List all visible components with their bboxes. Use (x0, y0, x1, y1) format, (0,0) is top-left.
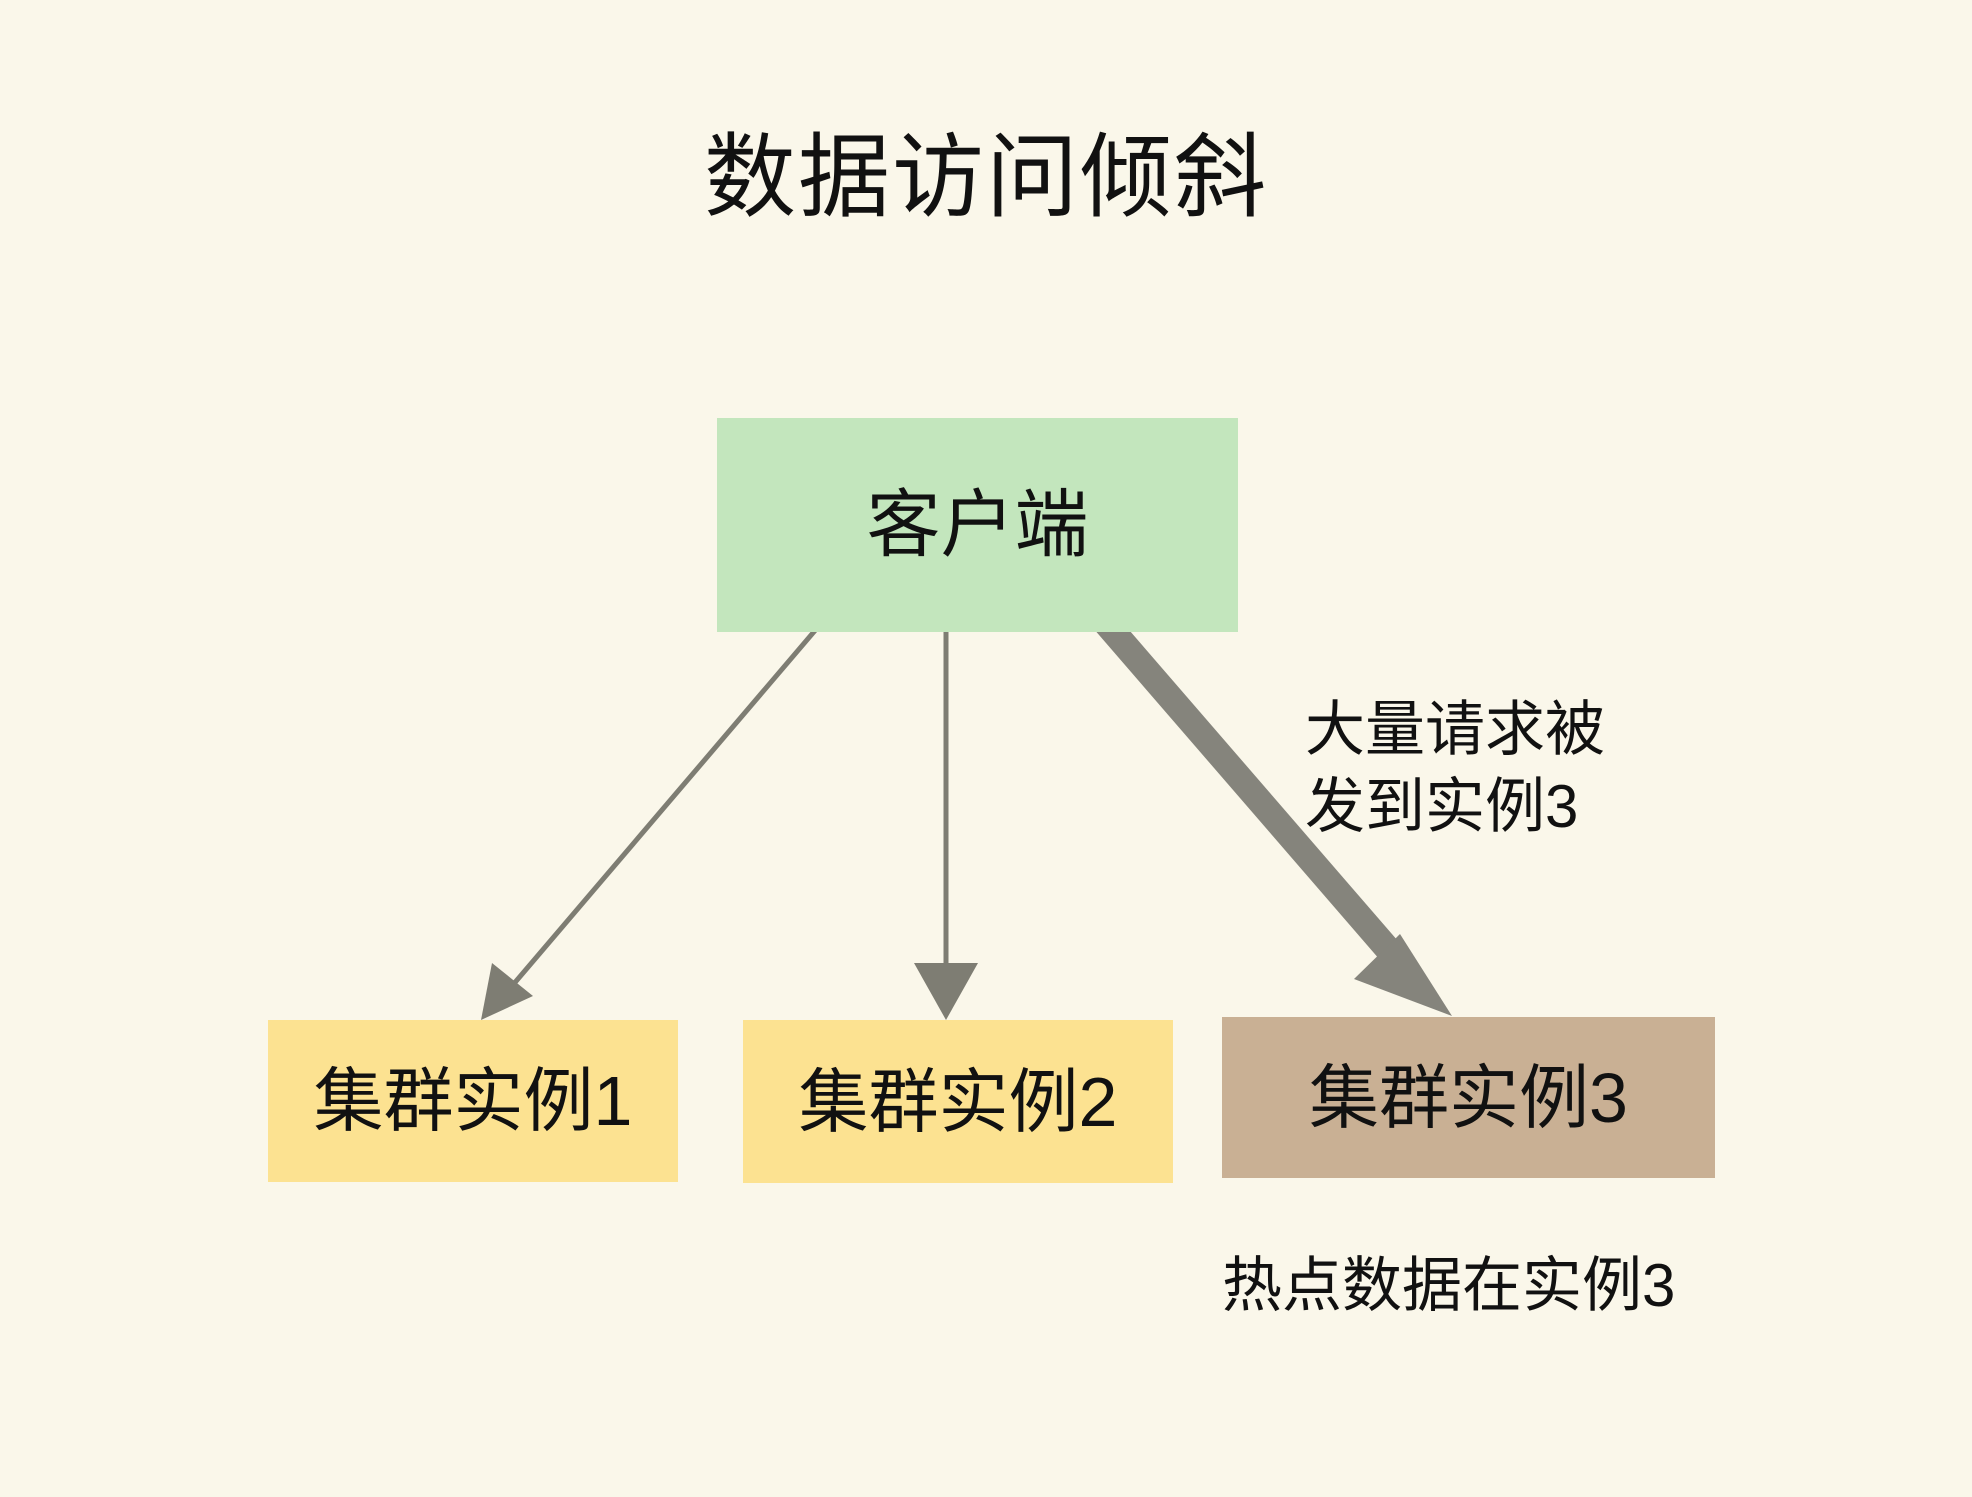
annotation-hot-data: 热点数据在实例3 (1222, 1252, 1676, 1319)
node-client-label: 客户端 (866, 483, 1089, 566)
node-instance2[interactable]: 集群实例2 (743, 1020, 1173, 1183)
node-instance1[interactable]: 集群实例1 (268, 1020, 678, 1182)
node-instance3-label: 集群实例3 (1309, 1058, 1628, 1137)
node-instance2-label: 集群实例2 (798, 1062, 1118, 1141)
edge-client-to-instance2 (914, 631, 978, 1020)
annotation-hot-traffic: 大量请求被 发到实例3 (1305, 696, 1605, 840)
node-instance3[interactable]: 集群实例3 (1222, 1017, 1715, 1178)
edge-client-to-instance1 (481, 625, 820, 1020)
node-client[interactable]: 客户端 (717, 418, 1238, 632)
node-instance1-label: 集群实例1 (313, 1062, 633, 1140)
page-title: 数据访问倾斜 (703, 127, 1268, 229)
